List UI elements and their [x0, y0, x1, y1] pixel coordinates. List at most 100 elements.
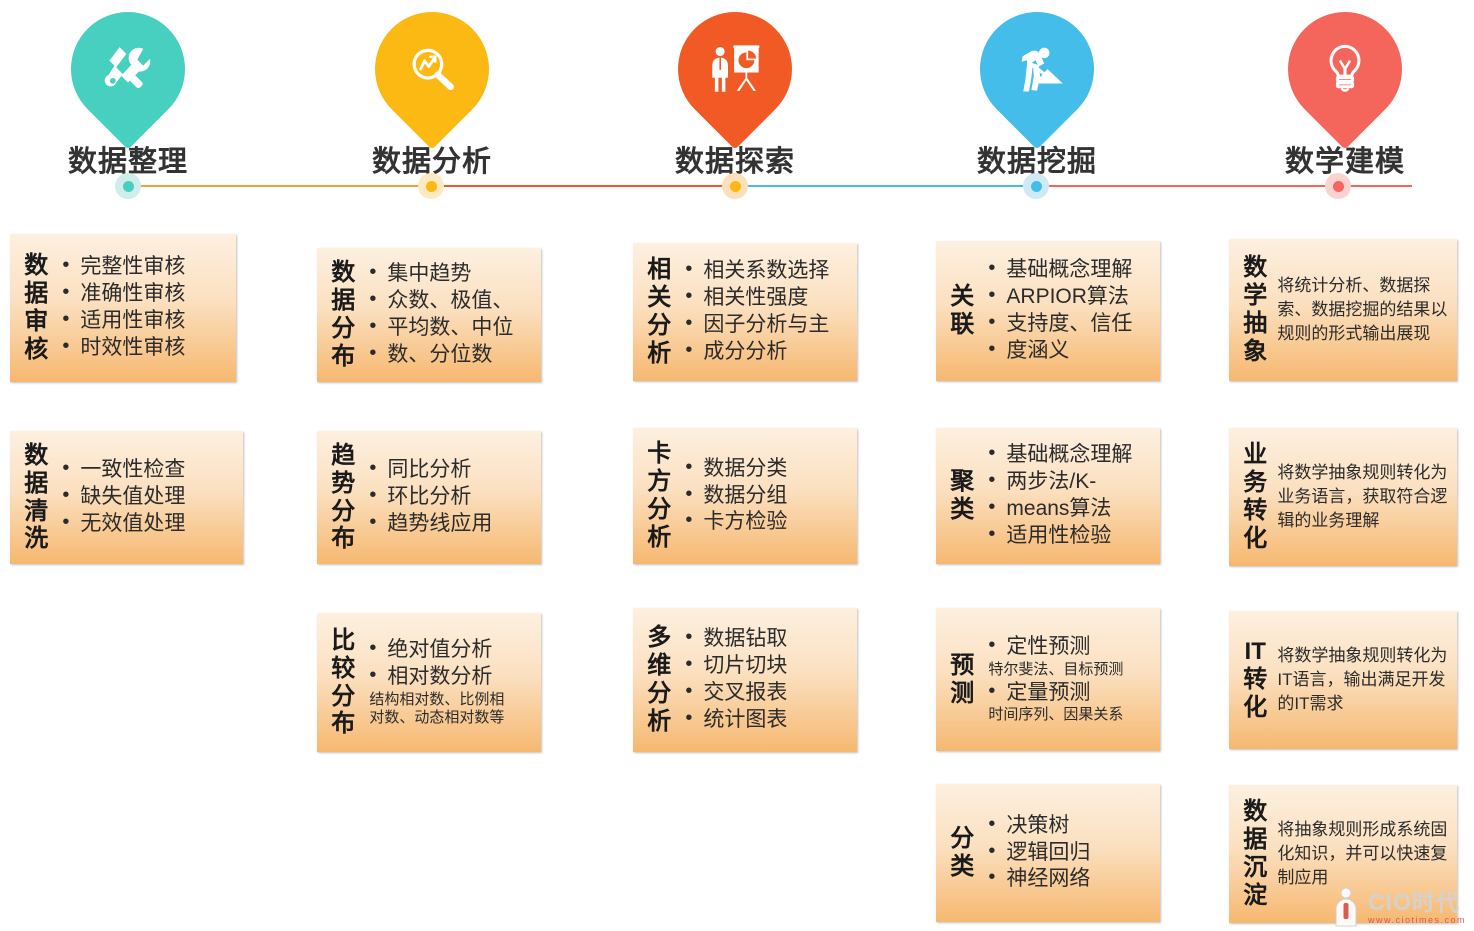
timeline-track: [128, 185, 1412, 187]
list-item: 逻辑回归: [984, 839, 1152, 867]
bullet-list: 数据分类 数据分组 卡方检验: [681, 455, 849, 537]
list-item: 数据分类: [681, 455, 849, 483]
list-item: 相关系数选择: [681, 257, 849, 285]
bullet-list: 绝对值分析 相对数分析: [365, 636, 533, 691]
card-body: 相关系数选择 相关性强度 因子分析与主 成分分析: [681, 257, 849, 366]
timeline-node-data-exploration[interactable]: [722, 173, 748, 199]
list-item: 神经网络: [984, 865, 1152, 893]
list-item: 两步法/K-: [984, 468, 1152, 496]
list-item: 数据钻取: [681, 625, 849, 653]
card-body: 将数学抽象规则转化为业务语言，获取符合逻辑的业务理解: [1277, 461, 1449, 533]
list-item: 趋势线应用: [365, 510, 533, 538]
timeline-node-data-analysis[interactable]: [418, 173, 444, 199]
list-item: 卡方检验: [681, 508, 849, 536]
card-business-transformation[interactable]: 业务转化 将数学抽象规则转化为业务语言，获取符合逻辑的业务理解: [1229, 428, 1457, 566]
list-item: 切片切块: [681, 652, 849, 680]
list-item: 相关性强度: [681, 284, 849, 312]
card-body: 完整性审核 准确性审核 适用性审核 时效性审核: [58, 253, 228, 362]
bullet-list: 基础概念理解 ARPIOR算法 支持度、信任 度涵义: [984, 256, 1152, 365]
bullet-list: 相关系数选择 相关性强度 因子分析与主 成分分析: [681, 257, 849, 366]
card-math-abstraction[interactable]: 数学抽象 将统计分析、数据探索、数据挖掘的结果以规则的形式输出展现: [1229, 239, 1457, 381]
card-body: 基础概念理解 ARPIOR算法 支持度、信任 度涵义: [984, 256, 1152, 365]
card-body: 同比分析 环比分析 趋势线应用: [365, 456, 533, 538]
stage-label-math-modeling: 数学建模: [1284, 146, 1405, 178]
timeline-node-data-organizing[interactable]: [115, 173, 141, 199]
stage-label-data-organizing: 数据整理: [67, 146, 188, 178]
stage-pin-data-analysis[interactable]: 数据分析: [282, 0, 582, 215]
card-body: 绝对值分析 相对数分析 结构相对数、比例相 对数、动态相对数等: [365, 636, 533, 728]
list-item: 决策树: [984, 812, 1152, 840]
timeline-segment-4: [1036, 185, 1412, 187]
card-note-line: 对数、动态相对数等: [369, 709, 505, 727]
list-item: 无效值处理: [58, 510, 235, 538]
card-clustering[interactable]: 聚类 基础概念理解 两步法/K- means算法 适用性检验: [936, 428, 1160, 564]
list-item: 一致性检查: [58, 456, 235, 484]
card-title: 数据分布: [331, 259, 356, 370]
stage-label-data-mining: 数据挖掘: [976, 146, 1097, 178]
pin-shape-data-analysis: [351, 0, 513, 150]
card-body: 将数学抽象规则转化为IT语言，输出满足开发的IT需求: [1277, 644, 1449, 716]
card-title: 趋势分布: [331, 441, 356, 553]
card-title: 卡方分析: [647, 440, 672, 551]
card-paragraph: 将数学抽象规则转化为IT语言，输出满足开发的IT需求: [1277, 645, 1448, 714]
card-trend-distribution[interactable]: 趋势分布 同比分析 环比分析 趋势线应用: [317, 431, 541, 564]
card-paragraph: 将统计分析、数据探索、数据挖掘的结果以规则的形式输出展现: [1277, 275, 1448, 344]
timeline-node-math-modeling[interactable]: [1325, 173, 1351, 199]
list-item: 缺失值处理: [58, 483, 235, 511]
card-correlation-analysis[interactable]: 相关分析 相关系数选择 相关性强度 因子分析与主 成分分析: [633, 243, 857, 381]
list-item: 环比分析: [365, 483, 533, 511]
card-title: 聚类: [950, 468, 975, 523]
list-item: 集中趋势: [365, 260, 533, 288]
stage-pin-math-modeling[interactable]: 数学建模: [1195, 0, 1474, 215]
list-item: 众数、极值、: [365, 287, 533, 315]
card-classification[interactable]: 分类 决策树 逻辑回归 神经网络: [936, 784, 1160, 922]
bullet-list: 一致性检查 缺失值处理 无效值处理: [58, 456, 235, 538]
timeline-node-data-mining[interactable]: [1023, 173, 1049, 199]
card-body: 定性预测 特尔斐法、目标预测 定量预测 时间序列、因果关系: [984, 633, 1152, 725]
list-item: 完整性审核: [58, 253, 228, 281]
list-item: 基础概念理解: [984, 441, 1152, 469]
card-comparison-distribution[interactable]: 比较分布 绝对值分析 相对数分析 结构相对数、比例相 对数、动态相对数等: [317, 613, 541, 752]
stage-pin-data-organizing[interactable]: 数据整理: [0, 0, 278, 215]
list-item: 交叉报表: [681, 679, 849, 707]
magnifier-chart-icon: [375, 12, 489, 126]
bullet-list: 完整性审核 准确性审核 适用性审核 时效性审核: [58, 253, 228, 362]
card-title: 数学抽象: [1243, 254, 1268, 365]
card-title: 比较分布: [331, 626, 356, 738]
card-body: 集中趋势 众数、极值、 平均数、中位 数、分位数: [365, 260, 533, 369]
watermark-url: www.ciotimes.com: [1367, 915, 1466, 926]
card-title: 数据沉淀: [1243, 798, 1268, 909]
card-prediction[interactable]: 预测 定性预测 特尔斐法、目标预测 定量预测 时间序列、因果关系: [936, 608, 1160, 751]
stage-pin-data-mining[interactable]: 数据挖掘: [887, 0, 1187, 215]
list-item-cont: 度涵义: [984, 337, 1152, 365]
stage-label-data-analysis: 数据分析: [371, 146, 492, 178]
card-title: 数据审核: [24, 252, 49, 363]
bullet-list: 数据钻取 切片切块 交叉报表 统计图表: [681, 625, 849, 734]
watermark-text: CIO时代 www.ciotimes.com: [1368, 891, 1466, 927]
watermark: CIO时代 www.ciotimes.com: [1329, 887, 1466, 927]
card-multidimensional-analysis[interactable]: 多维分析 数据钻取 切片切块 交叉报表 统计图表: [633, 608, 857, 752]
cio-logo-icon: [1335, 887, 1357, 927]
card-data-audit[interactable]: 数据审核 完整性审核 准确性审核 适用性审核 时效性审核: [10, 234, 236, 382]
list-item: 数据分组: [681, 482, 849, 510]
card-it-transformation[interactable]: IT转化 将数学抽象规则转化为IT语言，输出满足开发的IT需求: [1229, 611, 1457, 749]
card-chi-square-analysis[interactable]: 卡方分析 数据分类 数据分组 卡方检验: [633, 428, 857, 564]
presenter-chart-icon: [678, 12, 792, 126]
list-item-cont: 成分分析: [681, 338, 849, 366]
bullet-list: 同比分析 环比分析 趋势线应用: [365, 456, 533, 538]
card-body: 一致性检查 缺失值处理 无效值处理: [58, 456, 235, 538]
list-item-cont: means算法: [984, 495, 1152, 523]
bullet-list: 决策树 逻辑回归 神经网络: [984, 812, 1152, 894]
list-item: 绝对值分析: [365, 636, 533, 664]
timeline-segment-1: [128, 185, 431, 187]
card-body: 将抽象规则形成系统固化知识，并可以快速复制应用: [1277, 818, 1449, 890]
card-title: 业务转化: [1243, 441, 1268, 552]
card-association[interactable]: 关联 基础概念理解 ARPIOR算法 支持度、信任 度涵义: [936, 241, 1160, 381]
card-data-cleaning[interactable]: 数据清洗 一致性检查 缺失值处理 无效值处理: [10, 431, 243, 564]
card-data-distribution[interactable]: 数据分布 集中趋势 众数、极值、 平均数、中位 数、分位数: [317, 248, 541, 382]
card-title: 分类: [950, 825, 975, 880]
stage-pin-data-exploration[interactable]: 数据探索: [585, 0, 885, 215]
timeline-segment-3: [734, 185, 1036, 187]
card-body: 基础概念理解 两步法/K- means算法 适用性检验: [984, 441, 1152, 550]
